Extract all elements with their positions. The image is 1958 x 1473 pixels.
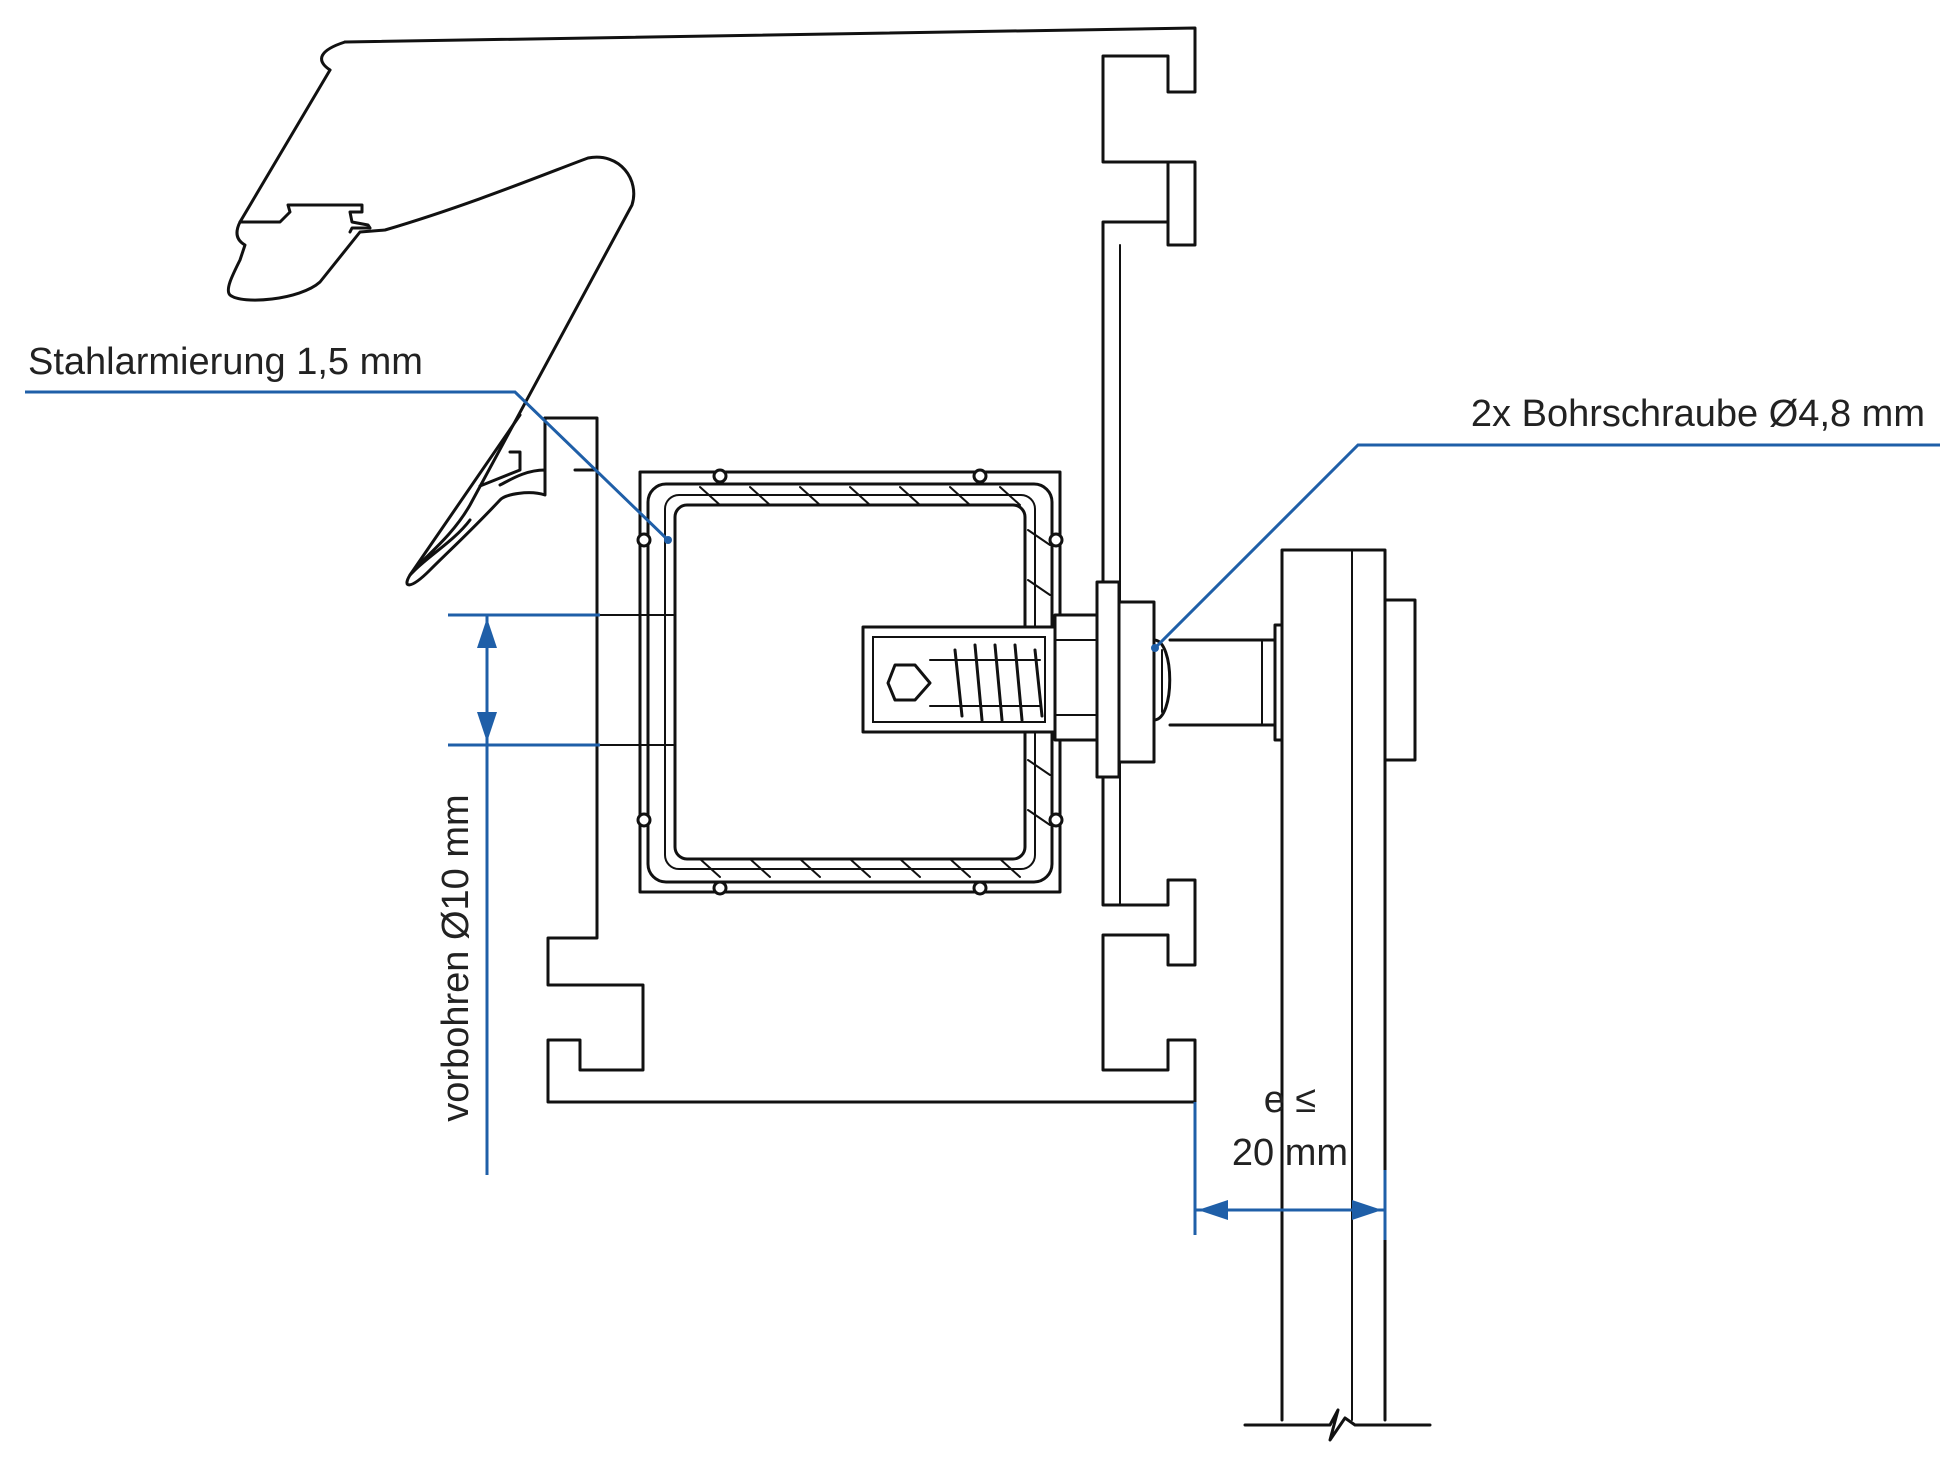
hatching-top (699, 486, 1021, 506)
frame-profile (543, 160, 1197, 1104)
cover-profile (226, 26, 1197, 587)
dimension-edge-distance (1193, 1102, 1387, 1240)
drilling-screw (861, 580, 1172, 779)
glass-panel (1243, 548, 1432, 1442)
leader-steel (25, 390, 672, 544)
hatching-bottom (699, 858, 1021, 878)
label-screws: 2x Bohrschraube Ø4,8 mm (1471, 393, 1925, 435)
predrill-hole (599, 614, 676, 746)
label-predrill: vorbohren Ø10 mm (435, 794, 477, 1121)
label-edge-line1: e ≤ (1264, 1079, 1317, 1121)
leader-screws (1151, 443, 1940, 652)
hatching-right (1027, 529, 1051, 826)
steel-reinforcement (636, 468, 1064, 896)
label-steel-reinforcement: Stahlarmierung 1,5 mm (28, 341, 423, 383)
dimension-predrill (448, 613, 600, 1175)
screw-shaft (1168, 623, 1284, 742)
label-edge-line2: 20 mm (1232, 1132, 1348, 1174)
